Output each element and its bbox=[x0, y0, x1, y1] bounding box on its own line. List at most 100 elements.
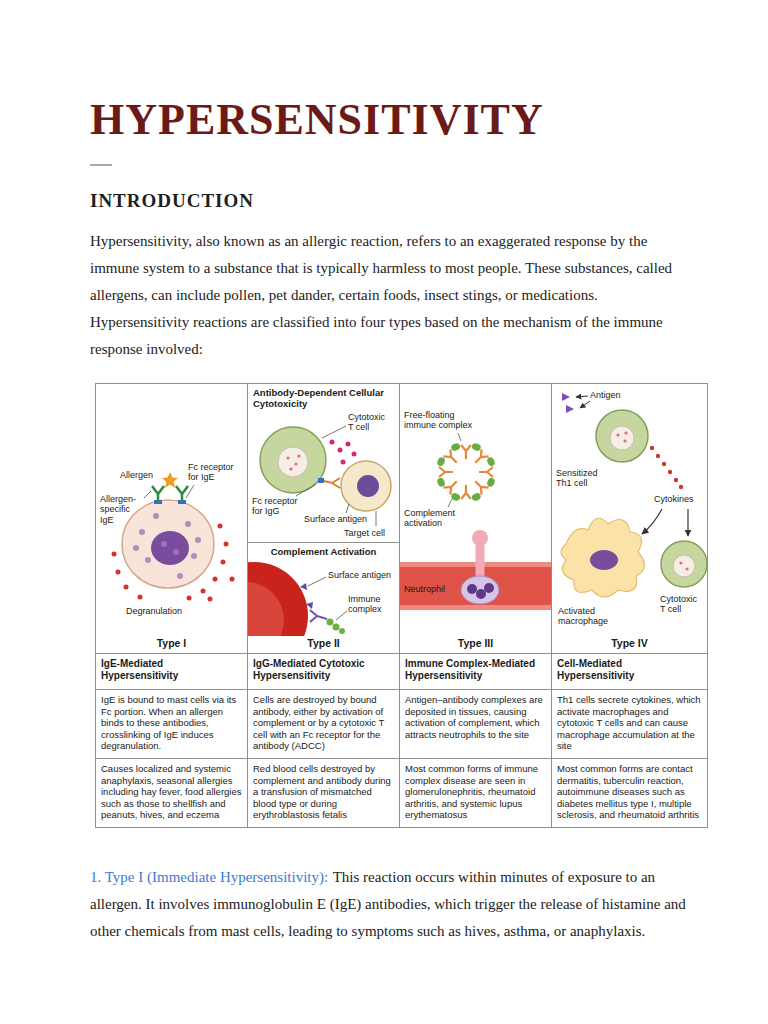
type-name: IgE-Mediated Hypersensitivity bbox=[101, 658, 242, 682]
part-label: Immune complex bbox=[348, 594, 398, 615]
nucleus-dot bbox=[286, 456, 289, 459]
leader-line bbox=[458, 433, 461, 441]
antibody bbox=[439, 467, 453, 477]
cytotoxic-t-cell bbox=[661, 541, 707, 587]
nucleus-spot bbox=[173, 549, 179, 555]
part-label: Fc receptor for IgG bbox=[252, 496, 304, 517]
example-text: Red blood cells destroyed by complement … bbox=[253, 763, 394, 821]
mechanism-text: Th1 cells secrete cytokines, which activ… bbox=[557, 694, 702, 752]
mechanism-text: IgE is bound to mast cells via its Fc po… bbox=[101, 694, 242, 752]
neutrophil-pseudopod bbox=[476, 544, 485, 580]
type-label: Type I bbox=[96, 637, 247, 650]
example-cell: Most common forms are contact dermatitis… bbox=[552, 759, 708, 828]
antibody bbox=[461, 445, 471, 459]
antibody bbox=[443, 478, 460, 495]
target-cell bbox=[341, 461, 391, 511]
granule bbox=[185, 521, 191, 527]
panel-heading: Antibody-Dependent Cellular Cytotoxicity bbox=[248, 384, 399, 410]
antigen bbox=[436, 456, 446, 467]
nucleus-lobe bbox=[484, 583, 494, 593]
part-label: Cytotoxic T cell bbox=[660, 594, 702, 615]
type-name-cell: IgG-Mediated Cytotoxic Hypersensitivity bbox=[248, 654, 400, 690]
mast-cell-figure bbox=[112, 472, 235, 602]
figure-panel: Type IType IIAntibody-Dependent Cellular… bbox=[95, 383, 708, 828]
type-name-cell: IgE-Mediated Hypersensitivity bbox=[96, 654, 248, 690]
leader-line bbox=[186, 485, 194, 498]
adcc-figure bbox=[260, 426, 391, 526]
leader-line bbox=[308, 577, 326, 586]
th1-cell bbox=[596, 410, 648, 462]
hypersensitivity-illustration bbox=[96, 384, 708, 654]
nucleus bbox=[590, 550, 618, 570]
antigen-symbol bbox=[566, 405, 574, 413]
bound-antibody bbox=[310, 610, 327, 622]
part-label: Cytotoxic T cell bbox=[348, 412, 390, 433]
antibody bbox=[472, 478, 489, 495]
released-granule bbox=[221, 560, 226, 565]
cell-mediated-figure bbox=[561, 393, 707, 597]
released-granule bbox=[213, 577, 218, 582]
antigen bbox=[450, 442, 461, 452]
antigen bbox=[486, 456, 496, 467]
mechanism-panel: Complement Activation bbox=[248, 543, 399, 636]
activated-macrophage bbox=[561, 518, 645, 597]
part-label: Surface antigen bbox=[328, 570, 398, 580]
released-granule bbox=[124, 585, 129, 590]
granule bbox=[153, 513, 159, 519]
leader-line bbox=[144, 491, 151, 498]
rule-line bbox=[90, 164, 112, 165]
activation-arrow bbox=[687, 509, 688, 536]
leader-line bbox=[336, 611, 347, 620]
type-label: Type IV bbox=[552, 637, 707, 650]
cytotoxic-t-cell bbox=[260, 427, 326, 493]
nucleus-dot bbox=[685, 567, 688, 570]
type-name-cell: Immune Complex-Mediated Hypersensitivity bbox=[400, 654, 552, 690]
released-granule bbox=[201, 589, 206, 594]
pointer-arrow bbox=[580, 401, 590, 408]
granzyme-dot bbox=[338, 448, 343, 453]
part-label: Free-floating immune complex bbox=[404, 410, 488, 431]
leader-line bbox=[346, 504, 349, 513]
mechanism-cell: Antigen–antibody complexes are deposited… bbox=[400, 690, 552, 759]
nucleus bbox=[151, 531, 189, 565]
cytokine-dot bbox=[679, 485, 683, 489]
antibody bbox=[443, 449, 460, 466]
mechanism-cell: Cells are destroyed by bound antibody, e… bbox=[248, 690, 400, 759]
mechanism-text: Antigen–antibody complexes are deposited… bbox=[405, 694, 546, 740]
nucleus-dot bbox=[294, 462, 297, 465]
body-paragraph: Hypersensitivity, also known as an aller… bbox=[90, 228, 690, 363]
nucleus bbox=[673, 555, 695, 577]
granule bbox=[133, 545, 139, 551]
mechanism-cell: Th1 cells secrete cytokines, which activ… bbox=[552, 690, 708, 759]
released-granule bbox=[230, 577, 235, 582]
immune-complex-figure bbox=[400, 433, 552, 610]
cytokine-dot bbox=[668, 470, 672, 474]
part-label: Allergen bbox=[120, 470, 160, 480]
part-label: Neutrophil bbox=[404, 584, 456, 594]
type-name: Immune Complex-Mediated Hypersensitivity bbox=[405, 658, 546, 682]
granule bbox=[195, 537, 201, 543]
leader-line bbox=[448, 499, 452, 507]
type-label: Type III bbox=[400, 637, 551, 650]
nucleus-dot bbox=[616, 433, 619, 436]
example-cell: Red blood cells destroyed by complement … bbox=[248, 759, 400, 828]
part-label: Cytokines bbox=[654, 494, 704, 504]
cytokine-dot bbox=[662, 462, 666, 466]
mechanism-text: Cells are destroyed by bound antibody, e… bbox=[253, 694, 394, 752]
list-item: 1. Type I (Immediate Hypersensitivity):T… bbox=[90, 864, 690, 945]
released-granule bbox=[224, 542, 229, 547]
antigen bbox=[436, 477, 446, 488]
activation-arrow bbox=[642, 509, 662, 534]
granzyme-dot bbox=[341, 460, 346, 465]
page-title: HYPERSENSITIVITY bbox=[90, 96, 544, 144]
part-label: Sensitized Th1 cell bbox=[556, 468, 610, 489]
antigen bbox=[471, 442, 482, 452]
released-granule bbox=[187, 596, 192, 601]
granule bbox=[139, 529, 145, 535]
leader-line bbox=[376, 511, 377, 526]
antigen-symbol bbox=[562, 393, 570, 401]
list-item-lead: 1. Type I (Immediate Hypersensitivity): bbox=[90, 869, 328, 885]
cytokine-dot bbox=[656, 454, 660, 458]
granule bbox=[191, 553, 197, 559]
igg-antibody bbox=[324, 478, 340, 488]
